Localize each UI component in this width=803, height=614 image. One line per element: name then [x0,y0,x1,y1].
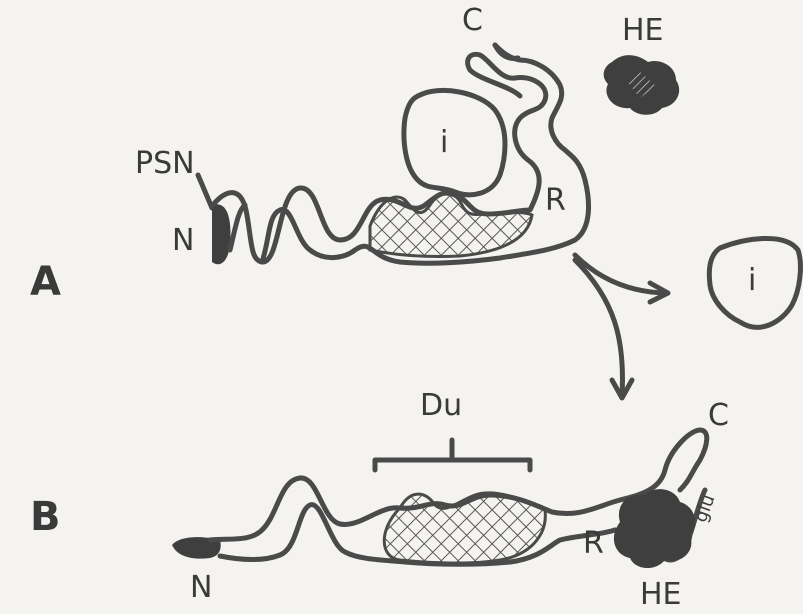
heme-free-blob [604,55,680,115]
du-bracket [375,440,530,470]
inhibitor-free-label: i [748,263,756,298]
heme-top-label: HE [622,13,664,48]
glu-label: glu [690,492,719,525]
inhibitor-bound-shape [404,90,505,194]
n-terminus-top-label: N [172,223,194,258]
hatched-domain-top [370,194,532,257]
psn-label: PSN [135,146,195,181]
panel-a-label: A [30,259,61,305]
heme-bound-blob [614,489,695,568]
du-label: Du [420,388,462,423]
c-terminus-bottom-label: C [708,398,729,433]
panel-b-label: B [30,494,61,540]
c-terminus-top-label: C [462,3,483,38]
psn-cap-top [212,204,230,264]
psn-leader-line [198,175,212,208]
heme-bottom-label: HE [640,577,682,612]
r-domain-bottom-label: R [583,526,604,561]
r-domain-top-label: R [545,183,566,218]
transition-arrows [575,255,668,398]
inhibitor-bound-label: i [440,125,448,160]
panel-b: B Du glu C R N HE [30,388,729,612]
n-terminus-bottom-label: N [190,570,212,605]
